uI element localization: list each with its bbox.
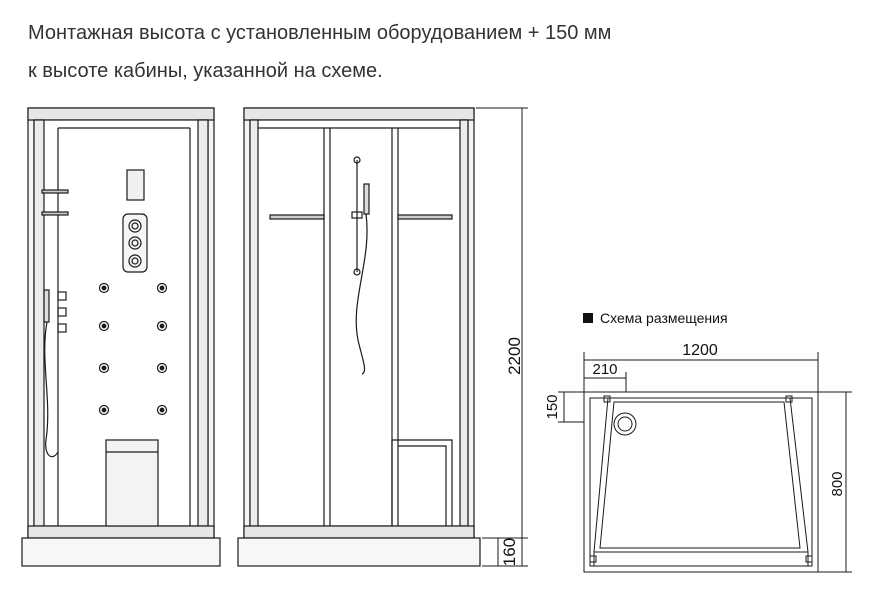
height-label: 2200 [505, 337, 524, 375]
caption-line-2: к высоте кабины, указанной на схеме. [28, 60, 383, 82]
front-view [21, 107, 221, 567]
width-label: 1200 [682, 342, 718, 359]
back-view [237, 107, 481, 567]
massage-jets [98, 282, 168, 416]
layout-plan [558, 352, 852, 573]
layout-title: Схема размещения [600, 310, 728, 326]
offset-label: 210 [592, 361, 617, 378]
depth-step-label: 150 [544, 394, 561, 419]
base-height-label: 160 [500, 538, 519, 566]
legend-square-icon [583, 313, 593, 323]
height-dimension [476, 107, 528, 567]
caption-line-1: Монтажная высота с установленным оборудо… [28, 22, 612, 44]
depth-label: 800 [829, 471, 846, 496]
